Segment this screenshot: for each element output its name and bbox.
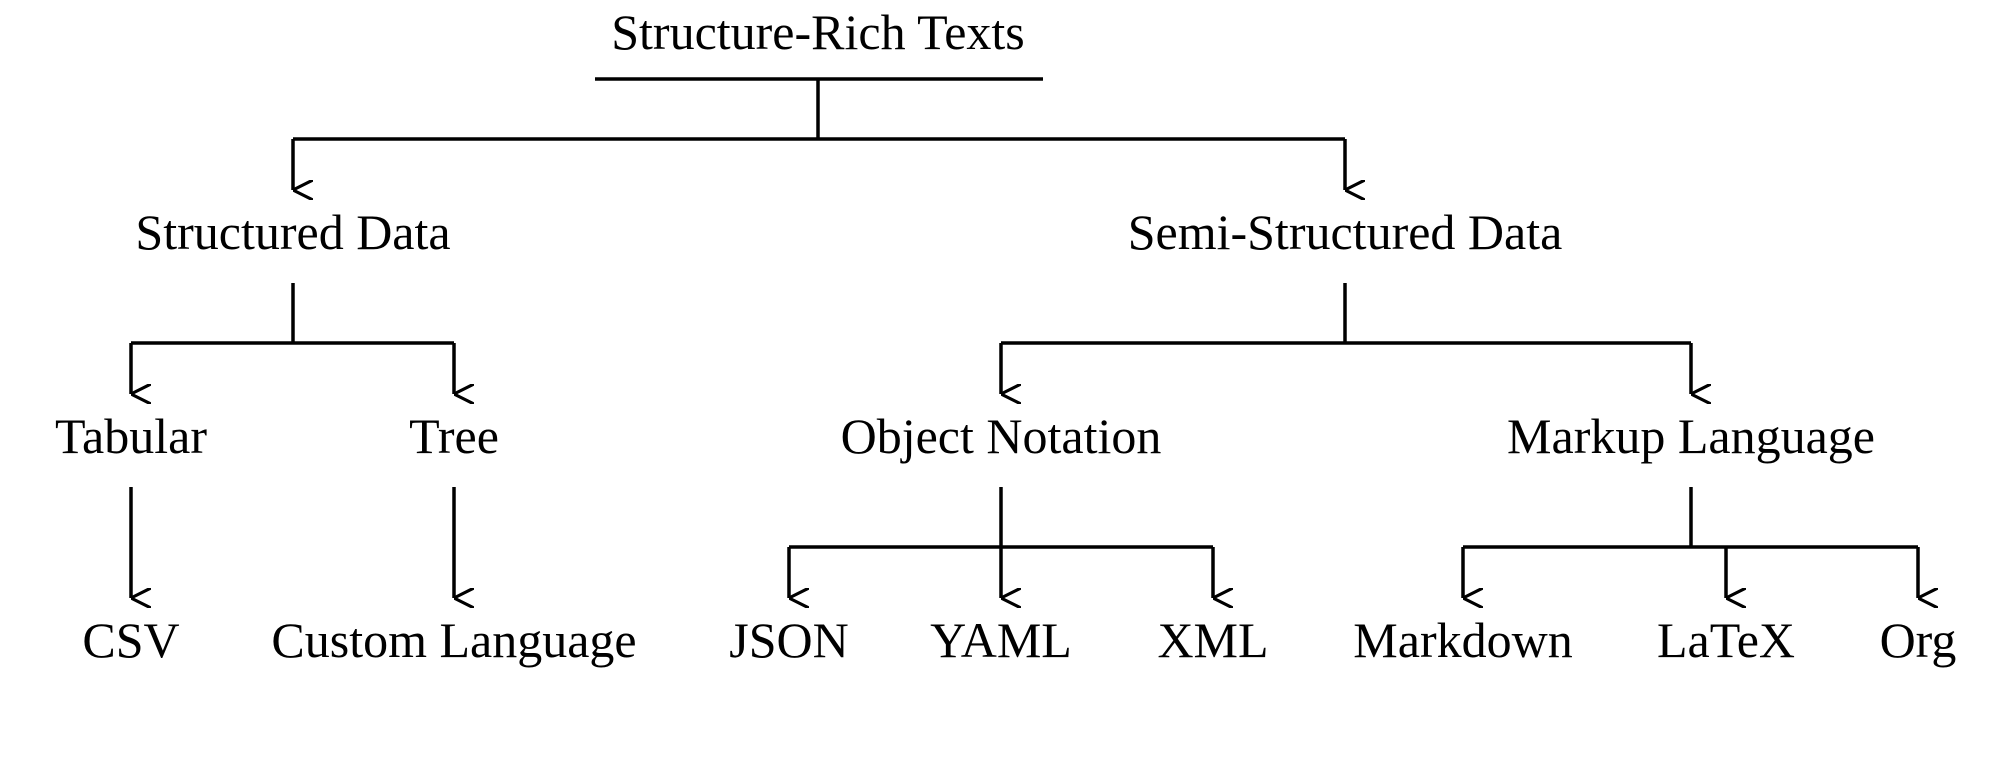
json-node: JSON	[729, 612, 849, 668]
object-notation-node: Object Notation	[840, 408, 1162, 464]
org-node: Org	[1879, 612, 1957, 668]
latex-node: LaTeX	[1656, 612, 1796, 668]
root-node: Structure-Rich Texts	[611, 4, 1025, 60]
tree-node: Tree	[409, 408, 499, 464]
structured-data-node: Structured Data	[135, 204, 451, 260]
semi-structured-data-node: Semi-Structured Data	[1127, 204, 1563, 260]
custom-language-node: Custom Language	[271, 612, 637, 668]
yaml-node: YAML	[930, 612, 1072, 668]
xml-node: XML	[1157, 612, 1269, 668]
csv-node: CSV	[82, 612, 180, 668]
markup-language-node: Markup Language	[1507, 408, 1875, 464]
markdown-node: Markdown	[1353, 612, 1573, 668]
tabular-node: Tabular	[55, 408, 207, 464]
